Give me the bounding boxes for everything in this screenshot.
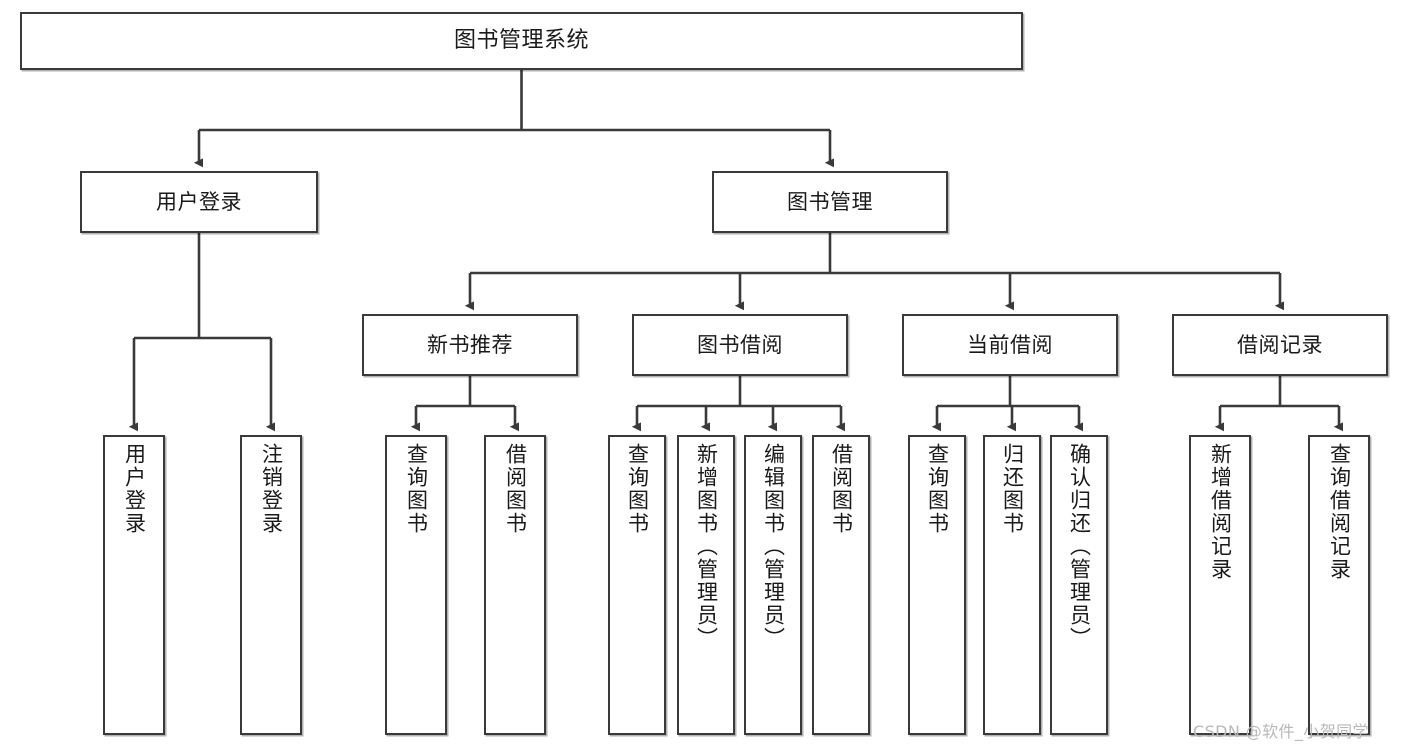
node-leaf-borrow-book-2[interactable]: 借阅图书	[812, 435, 870, 735]
node-label: 编辑图书（管理员）	[761, 443, 786, 650]
node-label: 图书管理系统	[453, 28, 589, 54]
node-book-management-system[interactable]: 图书管理系统	[20, 12, 1023, 70]
node-leaf-user-logout[interactable]: 注销登录	[240, 435, 302, 735]
node-leaf-confirm-return-admin[interactable]: 确认归还（管理员）	[1050, 435, 1108, 735]
node-label: 图书管理	[787, 189, 873, 214]
node-label: 查询借阅记录	[1327, 443, 1352, 581]
node-label: 归还图书	[1000, 443, 1025, 535]
node-leaf-borrow-book-1[interactable]: 借阅图书	[484, 435, 546, 735]
node-leaf-add-book-admin[interactable]: 新增图书（管理员）	[677, 435, 735, 735]
node-label: 借阅记录	[1237, 332, 1323, 357]
node-book-management[interactable]: 图书管理	[712, 171, 948, 233]
node-label: 新增借阅记录	[1208, 443, 1233, 581]
node-label: 确认归还（管理员）	[1067, 443, 1092, 650]
node-label: 查询图书	[625, 443, 650, 535]
node-leaf-query-book-1[interactable]: 查询图书	[385, 435, 447, 735]
node-label: 图书借阅	[697, 332, 783, 357]
csdn-watermark: CSDN @软件_小贺同学	[1193, 722, 1369, 741]
node-label: 注销登录	[259, 443, 284, 535]
node-leaf-query-borrow-record[interactable]: 查询借阅记录	[1308, 435, 1370, 735]
node-label: 借阅图书	[503, 443, 528, 535]
node-leaf-user-login[interactable]: 用户登录	[103, 435, 165, 735]
node-leaf-query-book-3[interactable]: 查询图书	[908, 435, 966, 735]
node-new-book-recommendation[interactable]: 新书推荐	[362, 314, 578, 376]
node-label: 当前借阅	[967, 332, 1053, 357]
node-label: 新增图书（管理员）	[694, 443, 719, 650]
node-label: 借阅图书	[829, 443, 854, 535]
node-label: 新书推荐	[427, 332, 513, 357]
node-label: 查询图书	[404, 443, 429, 535]
node-leaf-return-book[interactable]: 归还图书	[983, 435, 1041, 735]
node-leaf-add-borrow-record[interactable]: 新增借阅记录	[1189, 435, 1251, 735]
node-current-borrowing[interactable]: 当前借阅	[902, 314, 1118, 376]
node-book-borrowing[interactable]: 图书借阅	[632, 314, 848, 376]
node-borrow-records[interactable]: 借阅记录	[1172, 314, 1388, 376]
node-label: 查询图书	[925, 443, 950, 535]
node-leaf-edit-book-admin[interactable]: 编辑图书（管理员）	[744, 435, 802, 735]
node-label: 用户登录	[122, 443, 147, 535]
node-leaf-query-book-2[interactable]: 查询图书	[608, 435, 666, 735]
node-label: 用户登录	[156, 189, 242, 214]
node-user-login[interactable]: 用户登录	[80, 171, 318, 233]
